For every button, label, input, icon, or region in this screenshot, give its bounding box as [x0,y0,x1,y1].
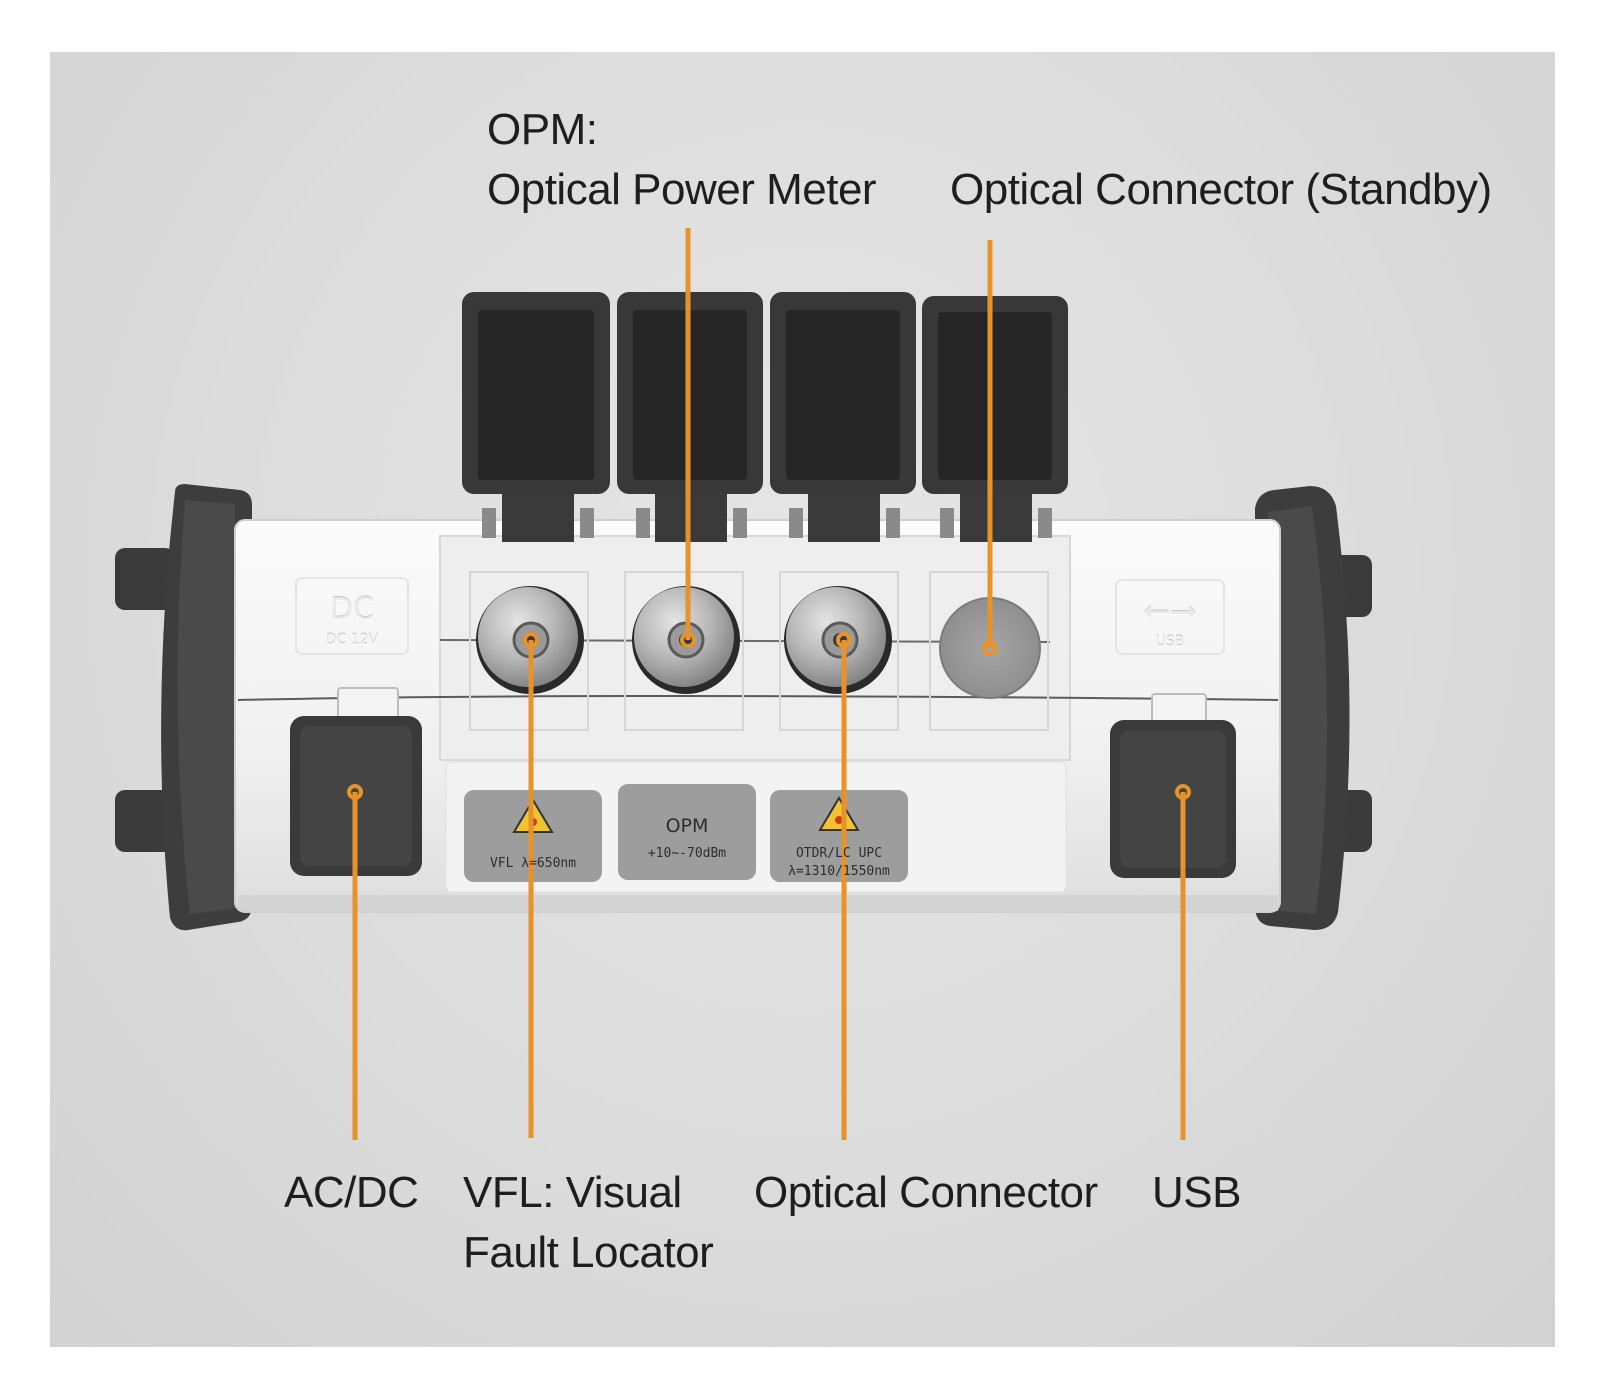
label-vfl-line2: Fault Locator [463,1228,714,1277]
label-usb: USB [1152,1168,1241,1217]
label-acdc: AC/DC [284,1168,419,1217]
dust-cap-vfl[interactable] [462,292,610,542]
sticker-opm-range: +10~-70dBm [647,846,727,861]
usb-emboss-frame [1115,579,1225,655]
usb-port-cover[interactable] [1110,693,1236,878]
sticker-otdr-line2: λ=1310/1550nm [788,864,890,879]
sticker-otdr [770,790,908,882]
usb-emboss-symbol: ⭠⭢ [1142,590,1198,630]
sticker-otdr-line1: OTDR/LC UPC [795,846,883,861]
label-opm-line2: Optical Power Meter [487,165,877,214]
sticker-opm-title: OPM [665,815,709,837]
endpoint-usb [1175,784,1191,800]
dc-emboss-rating: DC 12V [325,632,379,648]
endpoint-vfl [523,632,539,648]
label-optical-connector: Optical Connector [754,1168,1098,1217]
leader-lines [352,228,1186,1140]
dc-emboss-frame [295,577,409,655]
usb-emboss-text: USB [1155,634,1185,650]
endpoint-acdc [347,784,363,800]
endpoint-opm [680,632,696,648]
sticker-vfl-text: VFL λ=650nm [489,856,577,871]
dust-cap-standby[interactable] [922,296,1068,542]
endpoint-standby [982,640,998,656]
dc-emboss-symbol: DC [329,592,375,627]
sticker-opm [618,784,756,880]
dust-cap-otdr[interactable] [770,292,916,542]
label-vfl-line1: VFL: Visual [463,1168,682,1217]
leader-endpoints [347,632,1191,800]
left-bumper [115,484,252,931]
label-opm-line1: OPM: [487,105,598,154]
endpoint-optical-connector [836,632,852,648]
label-optical-connector-standby: Optical Connector (Standby) [950,165,1492,214]
